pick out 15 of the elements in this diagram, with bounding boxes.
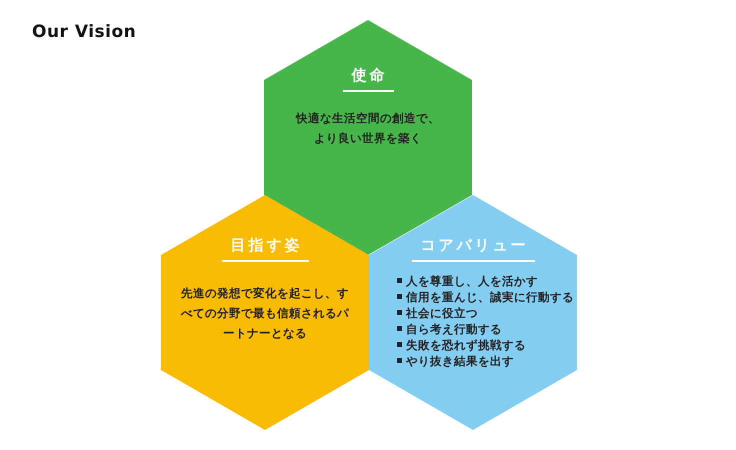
bullet-item: 自ら考え行動する [397,321,502,337]
heading: 使命 [342,66,394,92]
heading: 目指す姿 [222,236,308,262]
bullet-item: 社会に役立つ [397,305,478,321]
bullet-item: 失敗を恐れず挑戦する [397,337,526,353]
bullet-item: やり抜き結果を出す [397,353,514,369]
hexagon [161,195,369,430]
bullet-item: 人を尊重し、人を活かす [397,273,538,289]
page-title: Our Vision [32,22,136,42]
heading: コアバリュー [412,236,534,262]
hexagon [369,195,577,430]
bullet-item: 信用を重んじ、誠実に行動する [397,289,574,305]
hexagon [264,20,472,255]
description: 先進の発想で変化を起こし、すべての分野で最も信頼されるパートナーとなる [180,285,350,342]
description: 快適な生活空間の創造で、より良い世界を築く [294,110,441,147]
